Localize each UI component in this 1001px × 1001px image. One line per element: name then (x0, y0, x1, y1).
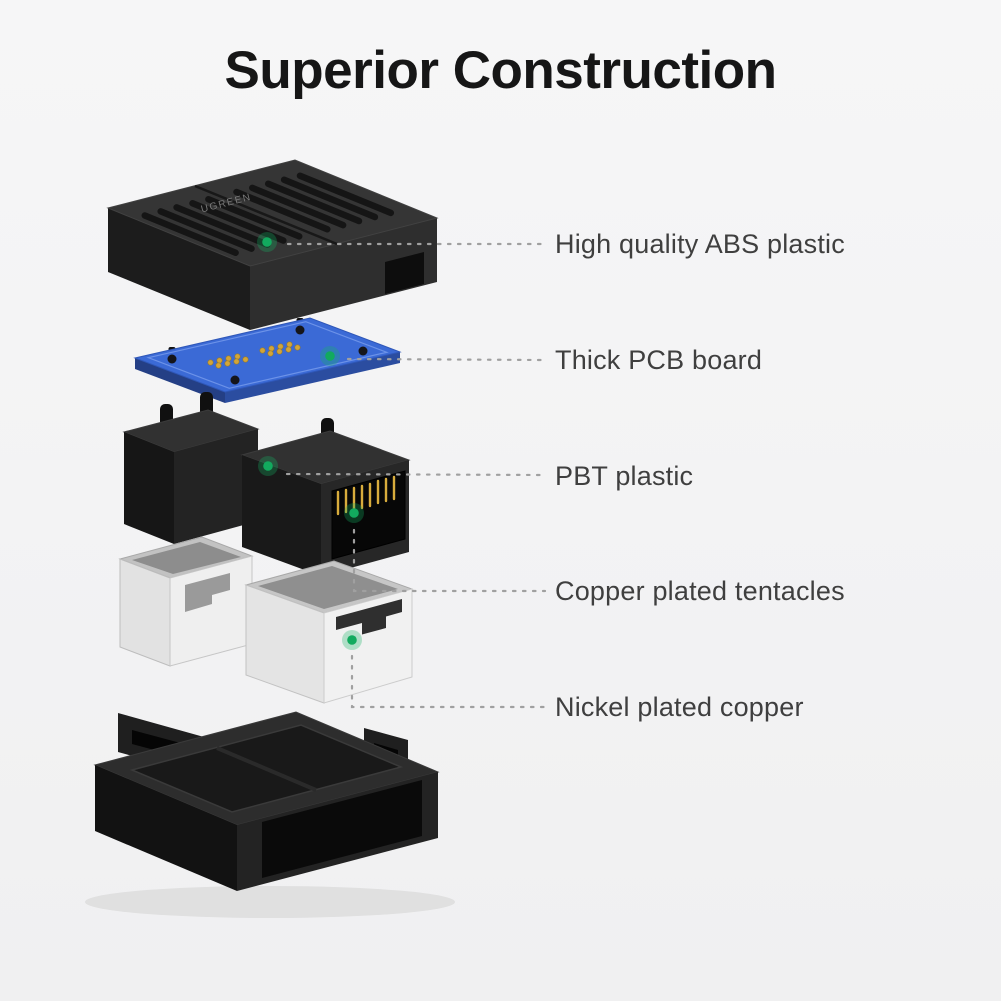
pcb-trace-outline (146, 321, 389, 389)
pbt-block-left (122, 392, 260, 544)
callout-label-nickel-copper: Nickel plated copper (555, 692, 804, 722)
leader-line-pcb (346, 357, 547, 362)
pbt-left-right-face (174, 429, 258, 544)
cage-keystone-cutout (336, 599, 402, 635)
bottom-shell-left-face (95, 765, 237, 891)
leader-line-nickel (350, 654, 547, 709)
bottom-shell-opening (262, 780, 422, 878)
cage-left-cutout (185, 573, 230, 612)
cage-right-hollow (258, 566, 398, 609)
top-shell-seam (194, 184, 338, 246)
pbt-left-left-face (124, 432, 174, 544)
pcb-left-edge (135, 358, 225, 403)
callout-dot-abs (257, 232, 277, 252)
top-shell-part: UGREEN (106, 159, 439, 330)
pcb-gold-pins (207, 341, 301, 369)
latch-window (385, 252, 424, 294)
cage-left-hollow (132, 542, 241, 574)
top-shell-top-face (106, 159, 439, 267)
cavity-divider (216, 746, 317, 792)
callout-label-copper-tentacles: Copper plated tentacles (555, 576, 845, 606)
callout-label-pbt-plastic: PBT plastic (555, 461, 694, 491)
vent-grooves (141, 172, 395, 256)
page-title: Superior Construction (224, 41, 777, 100)
cage-left-left-face (119, 558, 171, 667)
metal-cage-right (244, 560, 414, 704)
leader-line-pbt (285, 472, 547, 477)
top-shell-right-face (250, 218, 437, 330)
leader-line-copper (352, 528, 547, 593)
callout-dot-nickel (342, 630, 362, 650)
metal-cage-left (118, 536, 254, 667)
callout-dot-copper (344, 503, 364, 523)
pcb-front-edge (225, 352, 400, 403)
callout-dot-pbt (258, 456, 278, 476)
pcb-top-face (133, 317, 402, 393)
pcb-board-part (133, 317, 402, 403)
pbt-block-right (240, 418, 411, 576)
callout-label-abs-plastic: High quality ABS plastic (555, 229, 845, 259)
pbt-right-left-face (242, 455, 321, 576)
bottom-shell-part (93, 711, 440, 891)
top-shell-left-face (108, 208, 250, 330)
callout-dot-pcb (320, 346, 340, 366)
ground-shadow (85, 886, 455, 918)
pcb-corner-screws (167, 325, 368, 385)
copper-contacts (336, 475, 396, 516)
callout-label-pcb-board: Thick PCB board (555, 345, 763, 375)
